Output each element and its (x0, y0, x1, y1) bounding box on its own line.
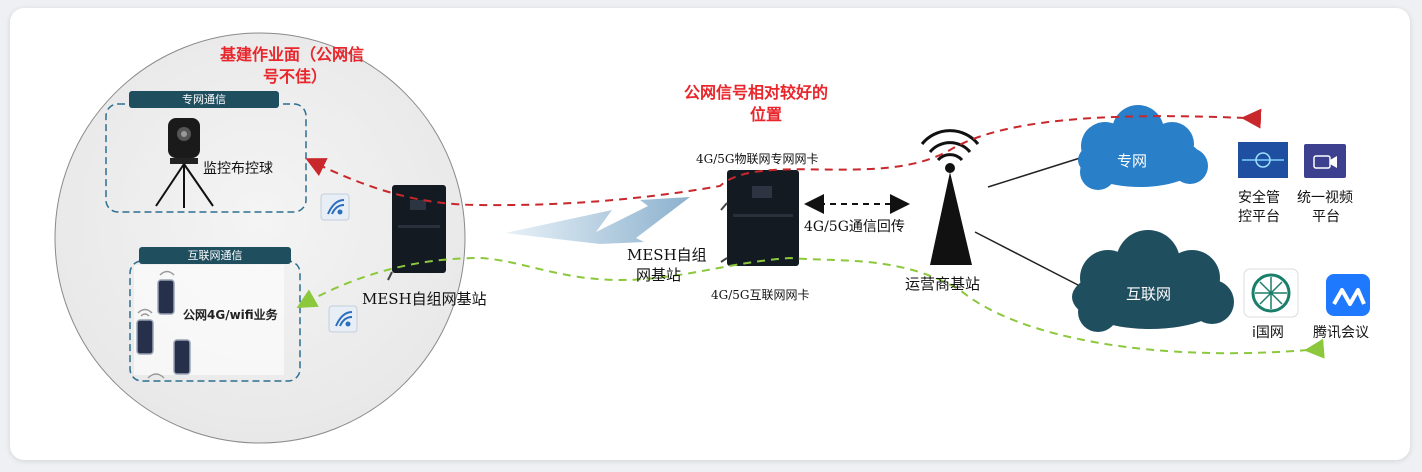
tencent-meeting-icon (1326, 274, 1370, 316)
camera-icon (155, 118, 214, 208)
wireless-link-bolt (505, 197, 690, 244)
backhaul-label: 4G/5G通信回传 (804, 219, 905, 235)
private-link-arrow (305, 108, 1262, 207)
internet-link-arrow (296, 256, 1325, 359)
security-platform-icon (1238, 142, 1288, 178)
guowang-icon (1243, 268, 1299, 318)
cloud-internet-label: 互联网 (1126, 285, 1172, 303)
private-network-tag: 专网通信 (129, 91, 279, 108)
left-station-label: MESH自组网基站 (362, 290, 487, 308)
iot-card-label: 4G/5G物联网专网网卡 (696, 152, 819, 166)
mesh-base-station-left (387, 185, 446, 281)
phones-icon (136, 279, 191, 375)
mesh-base-station-center (720, 170, 799, 266)
work-area-title-line2: 号不佳） (263, 67, 328, 86)
center-station-label-line2: 网基站 (636, 266, 682, 284)
internet-card-label: 4G/5G互联网网卡 (711, 288, 810, 302)
app-security-line2: 控平台 (1238, 209, 1280, 225)
cloud-internet (1072, 230, 1234, 332)
app-video-line1: 统一视频 (1297, 190, 1353, 206)
app-guowang-label: i国网 (1252, 325, 1284, 341)
good-signal-title-line1: 公网信号相对较好的 (684, 83, 829, 102)
good-signal-title-line2: 位置 (750, 105, 783, 124)
app-video-line2: 平台 (1312, 209, 1340, 225)
center-station-label-line1: MESH自组 (627, 246, 707, 264)
video-platform-icon (1304, 144, 1346, 178)
work-area-title-line1: 基建作业面（公网信 (220, 45, 365, 64)
wifi-icon (320, 193, 350, 221)
wifi-icon (328, 305, 358, 333)
public-service-label: 公网4G/wifi业务 (183, 308, 278, 322)
app-security-line1: 安全管 (1238, 190, 1280, 206)
internet-tag: 互联网通信 (139, 247, 291, 264)
carrier-station-label: 运营商基站 (905, 275, 981, 293)
camera-label: 监控布控球 (203, 161, 273, 177)
cloud-private-label: 专网 (1117, 152, 1148, 170)
app-tencent-label: 腾讯会议 (1313, 325, 1369, 341)
